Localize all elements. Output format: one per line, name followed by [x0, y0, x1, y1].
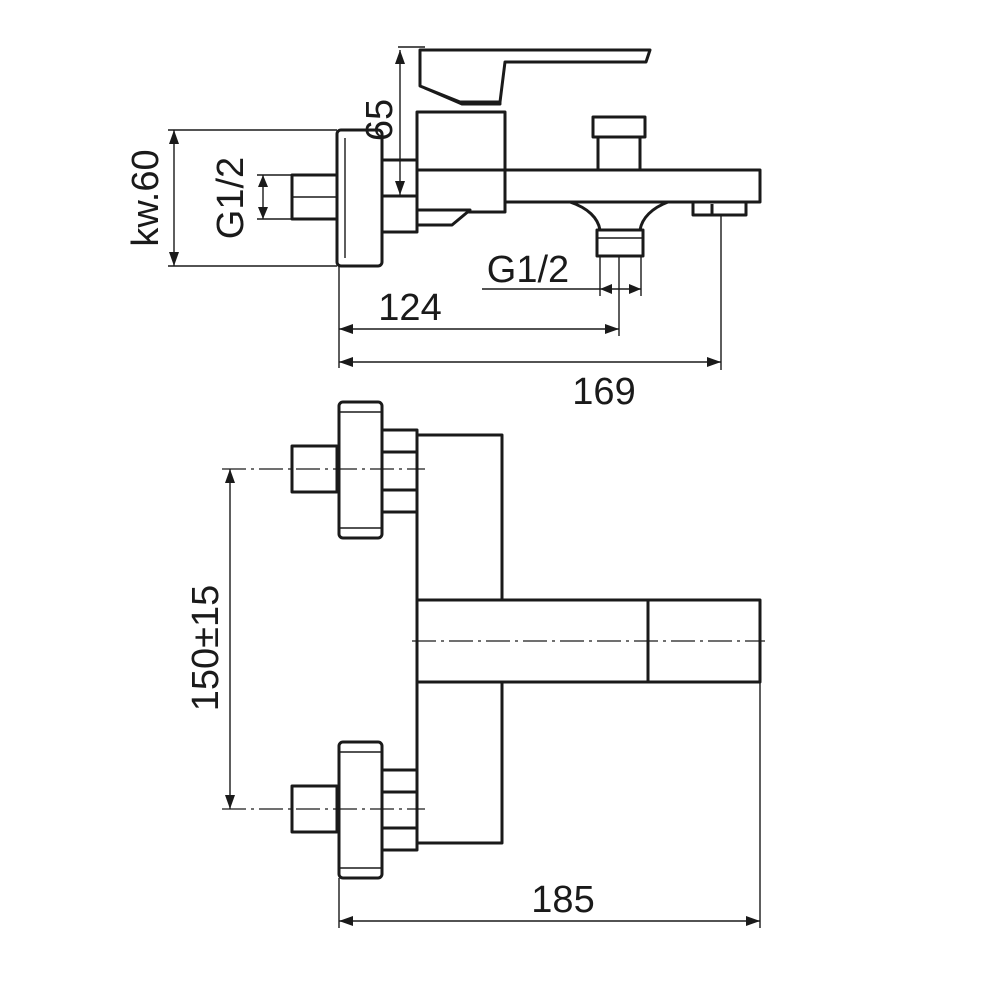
top-view: 150±15 185 — [185, 400, 765, 928]
diverter-stem — [596, 135, 642, 172]
diverter-neck — [568, 200, 670, 232]
dim-kw60-label: kw.60 — [125, 149, 167, 246]
body-bottom-wedge — [415, 208, 472, 227]
dim-169-arrow-right — [707, 357, 721, 367]
diverter-knob — [591, 115, 647, 139]
dim-169-label: 169 — [572, 371, 635, 413]
dim-65-label: 65 — [359, 99, 401, 141]
dim-169-arrow-left — [339, 357, 353, 367]
shower-outlet — [595, 228, 645, 258]
dim-g12-inlet-label: G1/2 — [210, 157, 252, 239]
upper-wall-flange — [337, 400, 384, 540]
dim-g12-outlet-arrow-left — [600, 284, 612, 294]
wall-flange-side — [335, 128, 384, 268]
dim-g12-inlet-arrow-top — [258, 175, 268, 187]
dim-65-arrow-top — [395, 50, 405, 64]
dim-185-label: 185 — [531, 879, 594, 921]
dim-150-arrow-top — [225, 469, 235, 483]
aerator-side — [691, 200, 748, 217]
side-view: 65 kw.60 G1/2 G1/2 124 169 — [125, 46, 762, 413]
dim-65-arrow-bottom — [395, 181, 405, 195]
dim-185-arrow-right — [746, 916, 760, 926]
dim-150-arrow-bottom — [225, 795, 235, 809]
dim-124-label: 124 — [378, 287, 441, 329]
dim-g12-outlet-arrow-right — [629, 284, 641, 294]
dim-g12-outlet-label: G1/2 — [487, 249, 569, 291]
lower-wall-flange — [337, 740, 384, 880]
dim-124-arrow-left — [339, 324, 353, 334]
spout-side — [503, 168, 762, 204]
dim-g12-inlet-arrow-bottom — [258, 207, 268, 219]
dim-185-arrow-left — [339, 916, 353, 926]
lower-connection-nut — [380, 768, 419, 852]
lever-handle — [418, 48, 652, 104]
mixer-body-side — [415, 110, 507, 214]
dim-150-label: 150±15 — [185, 585, 227, 712]
dim-124-arrow-right — [605, 324, 619, 334]
dim-kw60-arrow-top — [169, 130, 179, 144]
upper-connection-nut — [380, 428, 419, 514]
dim-kw60-arrow-bottom — [169, 252, 179, 266]
